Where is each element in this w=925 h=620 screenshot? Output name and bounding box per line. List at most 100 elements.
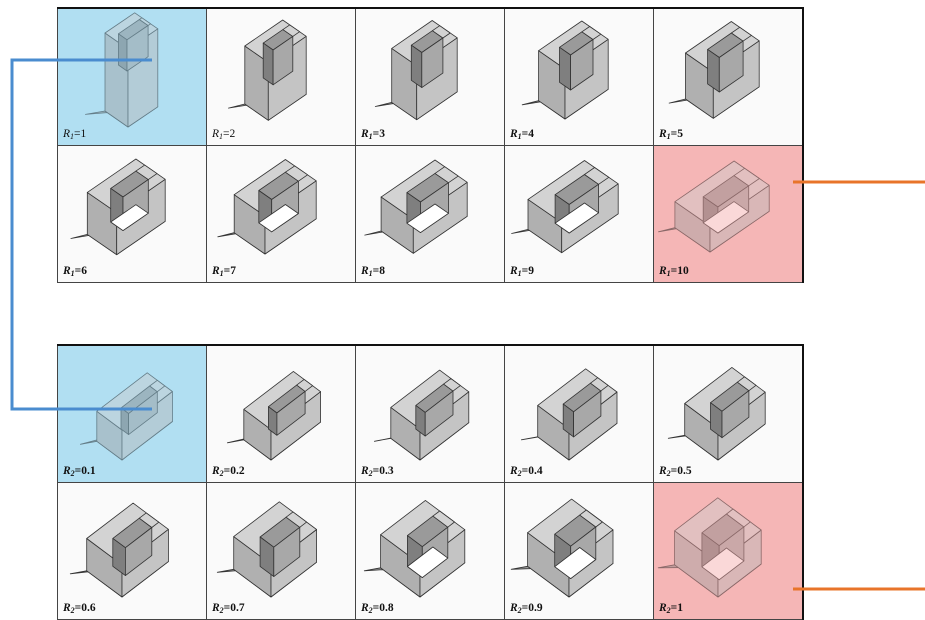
block-illustration bbox=[207, 9, 355, 146]
parameter-value: =5 bbox=[671, 128, 683, 140]
shape-cell: R1=10 bbox=[653, 146, 802, 283]
parameter-label: R1=10 bbox=[659, 265, 689, 278]
shape-cell: R1=9 bbox=[504, 146, 653, 283]
parameter-symbol: R bbox=[659, 128, 667, 140]
parameter-value: =0.8 bbox=[373, 602, 394, 614]
parameter-label: R2=0.1 bbox=[63, 465, 96, 478]
block-illustration bbox=[654, 346, 802, 483]
parameter-symbol: R bbox=[361, 602, 369, 614]
parameter-symbol: R bbox=[212, 465, 220, 477]
parameter-symbol: R bbox=[63, 265, 71, 277]
block-illustration bbox=[356, 483, 504, 620]
block-illustration bbox=[207, 146, 355, 283]
cutout-wall bbox=[411, 45, 422, 87]
shape-cell: R2=0.5 bbox=[653, 346, 802, 483]
parameter-value: =2 bbox=[223, 128, 235, 140]
block-illustration bbox=[505, 346, 653, 483]
parameter-symbol: R bbox=[63, 602, 71, 614]
block-illustration bbox=[207, 346, 355, 483]
block-illustration bbox=[58, 483, 206, 620]
parameter-value: =1 bbox=[671, 602, 683, 614]
parameter-value: =8 bbox=[373, 265, 385, 277]
parameter-symbol: R bbox=[510, 128, 518, 140]
parameter-symbol: R bbox=[510, 465, 518, 477]
parameter-value: =0.6 bbox=[75, 602, 96, 614]
block-illustration bbox=[58, 146, 206, 283]
parameter-symbol: R bbox=[659, 265, 667, 277]
block-illustration bbox=[58, 9, 206, 146]
parameter-symbol: R bbox=[510, 602, 518, 614]
block-illustration bbox=[654, 146, 802, 283]
parameter-value: =9 bbox=[522, 265, 534, 277]
parameter-value: =0.4 bbox=[522, 465, 543, 477]
parameter-label: R2=0.7 bbox=[212, 602, 245, 615]
shape-cell: R1=6 bbox=[57, 146, 206, 283]
shape-cell: R1=3 bbox=[355, 9, 504, 146]
parameter-value: =0.2 bbox=[224, 465, 245, 477]
parameter-value: =0.5 bbox=[671, 465, 692, 477]
parameter-label: R1=1 bbox=[63, 128, 86, 141]
block-illustration bbox=[207, 483, 355, 620]
parameter-label: R2=0.9 bbox=[510, 602, 543, 615]
shape-cell: R1=8 bbox=[355, 146, 504, 283]
shape-cell: R2=0.6 bbox=[57, 483, 206, 620]
parameter-value: =4 bbox=[522, 128, 534, 140]
block-illustration bbox=[654, 483, 802, 620]
parameter-value: =0.1 bbox=[75, 465, 96, 477]
shape-cell: R2=0.4 bbox=[504, 346, 653, 483]
shape-cell: R1=4 bbox=[504, 9, 653, 146]
block-illustration bbox=[356, 146, 504, 283]
shape-cell: R2=0.9 bbox=[504, 483, 653, 620]
parameter-value: =0.3 bbox=[373, 465, 394, 477]
shape-cell: R2=0.3 bbox=[355, 346, 504, 483]
parameter-label: R2=0.5 bbox=[659, 465, 692, 478]
shape-cell: R1=1 bbox=[57, 9, 206, 146]
highlight-tint bbox=[58, 9, 206, 146]
parameter-label: R2=1 bbox=[659, 602, 683, 615]
parameter-value: =3 bbox=[373, 128, 385, 140]
block-illustration bbox=[356, 346, 504, 483]
parameter-symbol: R bbox=[361, 465, 369, 477]
parameter-symbol: R bbox=[361, 265, 369, 277]
parameter-value: =7 bbox=[224, 265, 236, 277]
parameter-value: =0.7 bbox=[224, 602, 245, 614]
highlight-tint bbox=[58, 346, 206, 483]
parameter-label: R2=0.2 bbox=[212, 465, 245, 478]
parameter-symbol: R bbox=[63, 465, 71, 477]
shape-cell: R2=0.2 bbox=[206, 346, 355, 483]
shape-cell: R1=7 bbox=[206, 146, 355, 283]
parameter-symbol: R bbox=[510, 265, 518, 277]
parameter-label: R1=4 bbox=[510, 128, 534, 141]
parameter-symbol: R bbox=[212, 602, 220, 614]
parameter-symbol: R bbox=[212, 265, 220, 277]
block-illustration bbox=[654, 9, 802, 146]
parameter-symbol: R bbox=[63, 128, 70, 140]
parameter-label: R1=5 bbox=[659, 128, 683, 141]
block-illustration bbox=[505, 483, 653, 620]
parameter-label: R2=0.8 bbox=[361, 602, 394, 615]
block-illustration bbox=[505, 9, 653, 146]
cutout-wall bbox=[560, 47, 571, 90]
parameter-symbol: R bbox=[659, 602, 667, 614]
parameter-symbol: R bbox=[361, 128, 369, 140]
parameter-symbol: R bbox=[659, 465, 667, 477]
parameter-label: R1=6 bbox=[63, 265, 87, 278]
shape-cell: R2=0.8 bbox=[355, 483, 504, 620]
shape-cell: R2=1 bbox=[653, 483, 802, 620]
parameter-label: R2=0.4 bbox=[510, 465, 543, 478]
parameter-label: R1=7 bbox=[212, 265, 236, 278]
parameter-symbol: R bbox=[212, 128, 219, 140]
parameter-label: R2=0.3 bbox=[361, 465, 394, 478]
shape-cell: R1=2 bbox=[206, 9, 355, 146]
parameter-label: R2=0.6 bbox=[63, 602, 96, 615]
shape-cell: R1=5 bbox=[653, 9, 802, 146]
block-illustration bbox=[505, 146, 653, 283]
block-illustration bbox=[58, 346, 206, 483]
highlight-tint bbox=[654, 483, 802, 620]
cutout-wall bbox=[263, 43, 273, 85]
shape-cell: R2=0.1 bbox=[57, 346, 206, 483]
parameter-label: R1=9 bbox=[510, 265, 534, 278]
parameter-label: R1=3 bbox=[361, 128, 385, 141]
